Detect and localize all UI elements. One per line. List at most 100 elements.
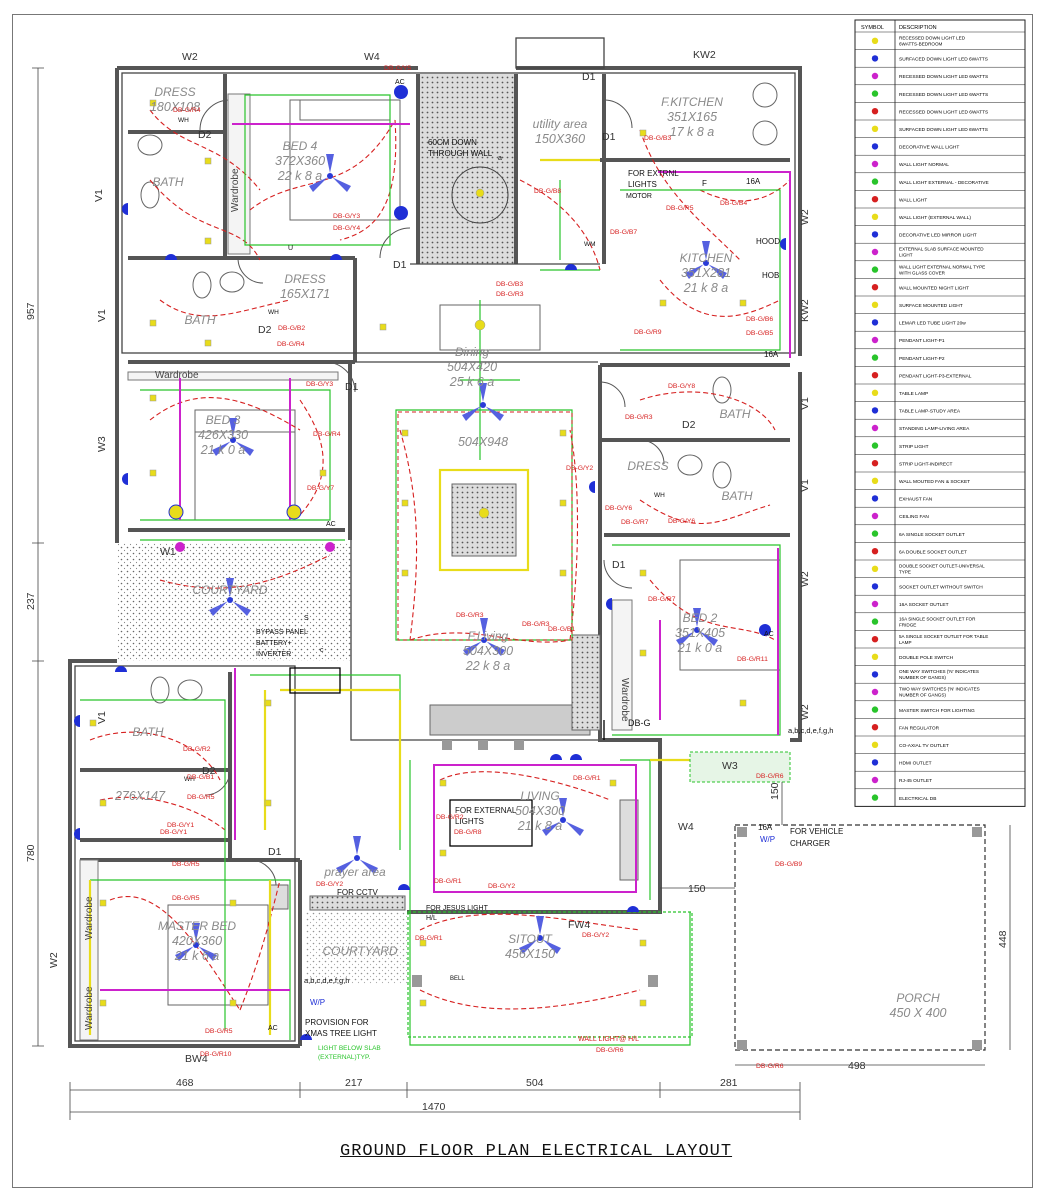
circuit-label: DB-G/B3 (496, 281, 523, 288)
hl-label: H/L (426, 915, 437, 922)
legend-description: NUMBER OF GANGS) (899, 693, 946, 698)
legend-symbol-icon (871, 759, 879, 766)
window-door-tag: V1 (799, 397, 811, 410)
legend-symbol-icon (871, 565, 879, 572)
room-size: 351X165 (667, 110, 717, 124)
note-xmas: XMAS TREE LIGHT (305, 1029, 377, 1038)
circuit-label: DB-G/Y6 (668, 518, 695, 525)
legend-symbol-icon (871, 495, 879, 502)
legend-symbol-icon (871, 178, 879, 185)
legend-symbol-icon (871, 354, 879, 361)
wardrobe-label: Wardrobe (84, 986, 95, 1030)
wardrobe-label: Wardrobe (619, 678, 630, 722)
legend-description: DOUBLE SOCKET OUTLET-UNIVERSAL (899, 564, 985, 569)
legend-description: FRIDGE (899, 622, 916, 627)
circuit-label: DB-G/R5 (172, 895, 200, 902)
legend-symbol-icon (871, 724, 879, 731)
note-slab-down: THROUGH WALL (428, 149, 493, 158)
note-slab-light: (EXTERNAL)TYP. (318, 1054, 370, 1061)
legend-symbol-icon (871, 72, 879, 80)
drawing-title: GROUND FLOOR PLAN ELECTRICAL LAYOUT (340, 1142, 733, 1161)
legend-symbol-icon (871, 55, 879, 62)
note-wall-light: WALL LIGHT@ H/L (578, 1036, 639, 1043)
legend-description: EXTERNAL SLAB SURFACE MOUNTED (899, 247, 984, 252)
wardrobe-label: Wardrobe (155, 370, 199, 381)
circuit-label: DB-G/Y2 (566, 465, 593, 472)
legend-description: LIGHT (899, 253, 913, 258)
circuit-label: DB-G/R5 (666, 205, 694, 212)
circuit-label: DB-G/R6 (756, 1063, 784, 1070)
legend-description: SURFACE MOUNTED LIGHT (899, 303, 963, 309)
legend-description: WALL LIGHT (EXTERNAL WALL) (899, 215, 971, 221)
circuit-label: DB-G/B1 (187, 774, 214, 781)
legend-description: CEILING FAN (899, 514, 929, 520)
wardrobe-label: Wardrobe (230, 168, 241, 212)
room-name: BATH (721, 489, 752, 503)
circuit-label: DB-G/Y3 (333, 213, 360, 220)
bell-label: BELL (450, 976, 465, 982)
circuit-label: DB-G/B6 (746, 316, 773, 323)
hall-light-zone (397, 411, 573, 641)
room-name: BATH (184, 313, 215, 327)
ac-label: AC (764, 631, 774, 638)
room-load: 17 k 8 a (670, 125, 715, 139)
furniture (137, 82, 781, 1006)
room-size: 504X300 (463, 644, 513, 658)
circuit-label: DB-G/Y4 (333, 225, 360, 232)
circuit-label: DB-G/R1 (434, 878, 462, 885)
legend-description: TWO WAY SWITCHES ('N' INDICATES (899, 687, 980, 692)
circuit-label: DB-G/R4 (277, 341, 305, 348)
legend-description: WALL LIGHT EXTERNAL - DECORATIVE (899, 180, 989, 186)
room-name: SITOUT (508, 932, 553, 946)
window-door-tag: D1 (612, 559, 626, 571)
legend-symbol-icon (871, 284, 879, 291)
circuit-label: DB-G/R4 (173, 107, 201, 114)
legend-description: 6A DOUBLE SOCKET OUTLET (899, 549, 967, 555)
window-door-tag: D1 (268, 846, 282, 858)
courtyard-bottom-area (305, 912, 407, 984)
legend-symbol-icon (871, 248, 879, 256)
room-name: BATH (152, 175, 183, 189)
legend-symbol-icon (871, 460, 879, 467)
note-charger: CHARGER (790, 839, 830, 848)
room-load: 22 k 8 a (465, 659, 511, 673)
circuit-label: DB-G/Y8 (668, 383, 695, 390)
legend-description: RECESSED DOWN LIGHT LED 6WATTS (899, 92, 988, 98)
legend-symbol-icon (871, 108, 879, 115)
circuit-label: DB-G/Y1 (167, 822, 194, 829)
window-door-tag: V1 (96, 309, 108, 322)
porch-and-sitout (407, 751, 986, 1051)
wm-label: WM (584, 241, 596, 248)
legend-description: MASTER SWITCH FOR LIGHTING (899, 708, 975, 714)
room-size: 180X108 (150, 100, 200, 114)
room-name: KITCHEN (680, 251, 733, 265)
legend-symbol-icon (871, 653, 879, 660)
legend-description: WALL MOUNTED NIGHT LIGHT (899, 285, 969, 291)
legend-symbol-icon (871, 600, 879, 608)
circuit-label: DB-G/R3 (456, 612, 484, 619)
shaft-area (418, 74, 516, 264)
circuit-label: DB-G/R5 (172, 861, 200, 868)
legend-description: STRIP LIGHT (899, 444, 929, 450)
legend-symbol-icon (871, 160, 879, 168)
amp-label: 16A (758, 823, 773, 832)
circuit-label: DB-G/R5 (187, 794, 215, 801)
circuit-label: DB-G/Y6 (605, 505, 632, 512)
room-name: prayer area (323, 865, 386, 879)
switch-label: a (498, 155, 502, 162)
room-name: MASTER BED (158, 919, 236, 933)
note-for-external: LIGHTS (455, 817, 484, 826)
window-door-tag: D2 (202, 765, 216, 777)
room-name: COURTYARD (192, 583, 267, 597)
dimension-gap: 150 (769, 782, 781, 800)
dimension-total: 1470 (422, 1101, 446, 1113)
strip-lights (100, 123, 791, 991)
window-door-tag: FW4 (568, 919, 590, 931)
window-door-tag: W1 (160, 546, 176, 558)
note-slab-down: 60CM DOWN (428, 138, 477, 147)
legend-description: PENDANT LIGHT-P3-EXTERNAL (899, 373, 972, 379)
legend-symbol-icon (871, 688, 879, 696)
ac-label: AC (326, 521, 336, 528)
legend-description: STRIP LIGHT-INDIRECT (899, 461, 953, 467)
